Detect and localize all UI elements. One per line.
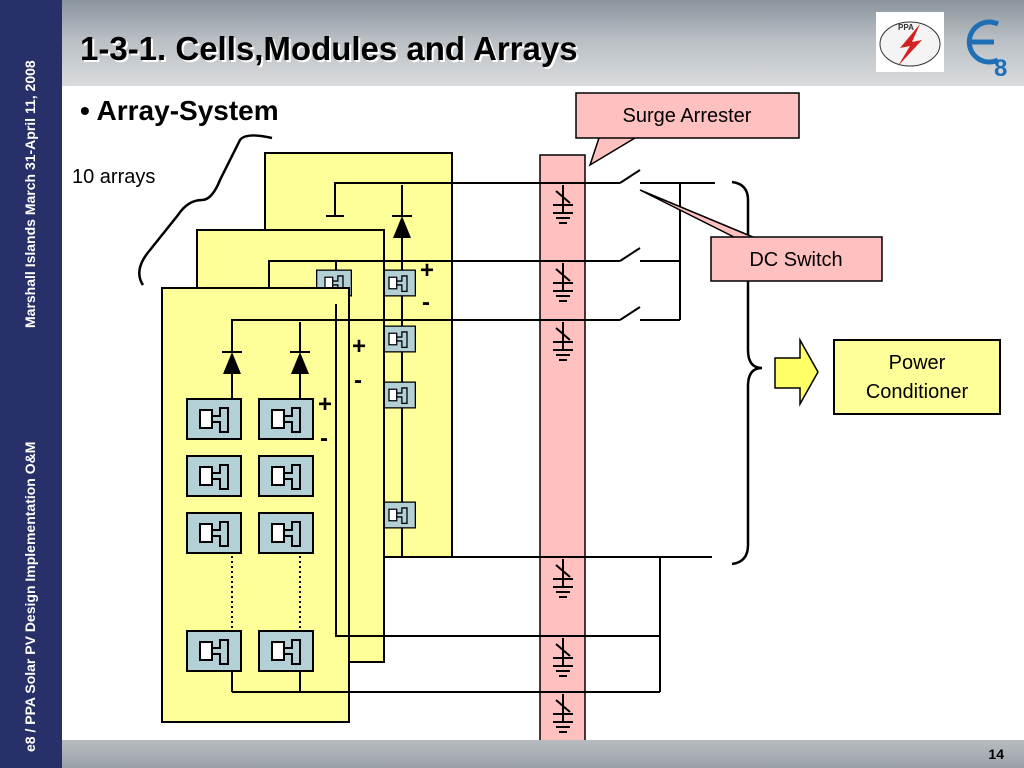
minus-sign-middle: - <box>354 367 362 394</box>
power-conditioner-box <box>833 339 1001 415</box>
plus-sign-front: + <box>318 391 332 418</box>
page-number: 14 <box>988 746 1004 762</box>
ppa-logo: PPA <box>876 12 944 72</box>
surge-arrester-callout <box>575 92 800 139</box>
array-system-diagram: + - + - + - <box>72 92 1001 740</box>
page-title: 1-3-1. Cells,Modules and Arrays <box>80 30 578 67</box>
bullet-array-system: • Array-System <box>80 95 279 126</box>
plus-sign-back: + <box>420 257 434 284</box>
power-conditioner-label-1: Power <box>889 352 946 374</box>
negative-wires <box>232 304 712 693</box>
surge-arrester-callout-pointer <box>588 134 643 167</box>
dc-switch-callout <box>710 236 883 282</box>
positive-wires <box>231 169 715 322</box>
plus-sign-middle: + <box>352 333 366 360</box>
arrays-label: 10 arrays <box>72 166 155 188</box>
power-conditioner-label-2: Conditioner <box>866 381 969 403</box>
dc-switch-label: DC Switch <box>749 249 842 271</box>
sidebar-event-text: Marshall Islands March 31-April 11, 2008 <box>22 60 38 328</box>
footer: 14 <box>62 740 1024 768</box>
minus-sign-back: - <box>422 289 430 316</box>
e8-logo: 8 <box>950 10 1020 82</box>
flow-arrow-icon <box>774 337 819 407</box>
ppa-logo-text: PPA <box>898 23 914 32</box>
array-front <box>161 287 350 723</box>
content-area: + - + - + - <box>62 86 1024 740</box>
output-brace <box>731 180 763 566</box>
svg-text:8: 8 <box>994 55 1007 80</box>
header <box>62 0 1024 86</box>
minus-sign-front: - <box>320 425 328 452</box>
dc-switch-callout-pointer <box>639 189 761 241</box>
arrays-brace <box>138 134 273 286</box>
sidebar-project-text: e8 / PPA Solar PV Design Implementation … <box>22 441 38 752</box>
surge-arrester-label: Surge Arrester <box>623 105 752 127</box>
sidebar: Marshall Islands March 31-April 11, 2008… <box>0 0 62 768</box>
